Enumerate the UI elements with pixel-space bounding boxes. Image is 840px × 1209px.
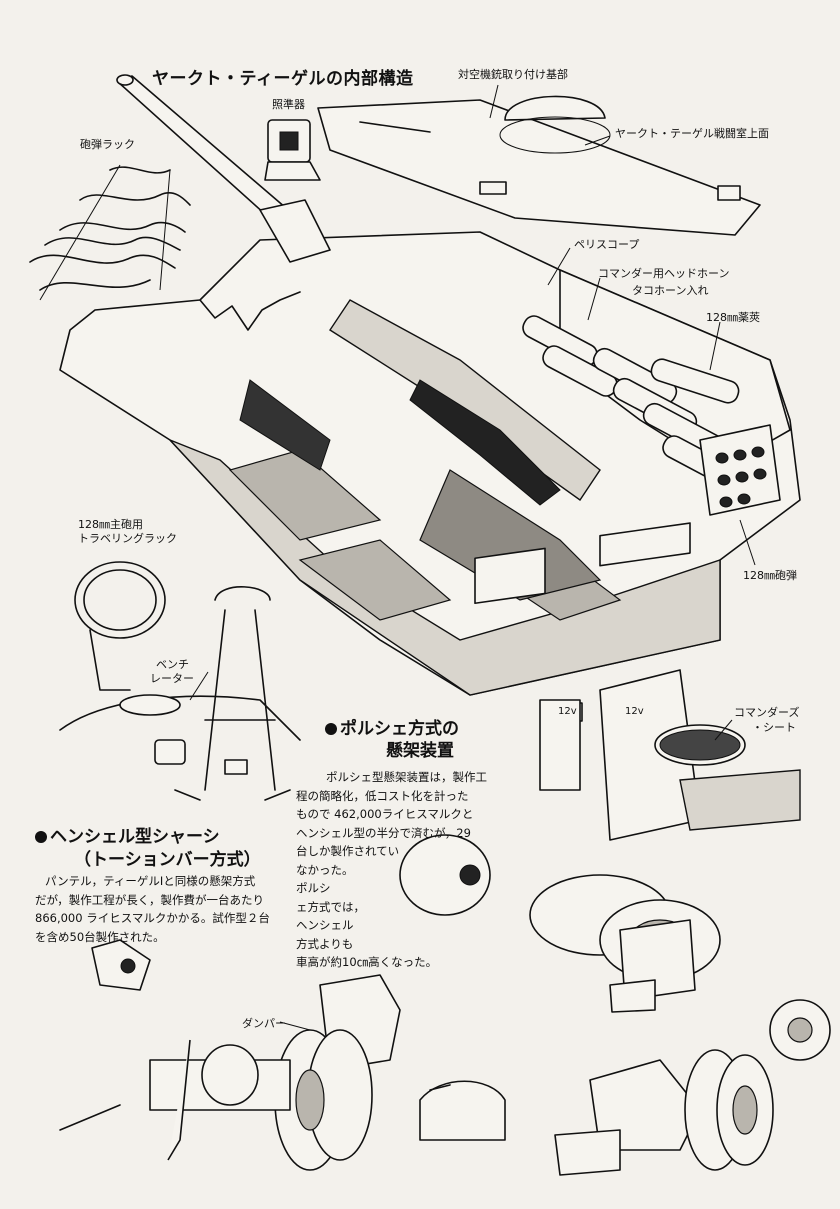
label-periscope: ペリスコープ: [574, 238, 640, 251]
label-casing: 128㎜薬莢: [706, 311, 760, 324]
label-shells: 128㎜砲弾: [743, 569, 797, 582]
porsche-line: 台しか製作されてい: [296, 844, 400, 858]
henschel-line: だが，製作工程が長く，製作費が一台あたり: [35, 892, 264, 907]
bullet-icon: [35, 831, 47, 843]
henschel-line: 866,000 ライヒスマルクかかる。試作型２台: [35, 911, 270, 925]
porsche-line: ヘンシェル型の半分で済むが，29: [296, 825, 471, 840]
henschel-heading-1: ヘンシェル型シャーシ: [35, 826, 220, 848]
gun-sight: [264, 119, 321, 181]
porsche-line: ヘンシェル: [296, 918, 354, 932]
label-shell-rack: 砲弾ラック: [80, 138, 135, 151]
porsche-suspension-drawing: [399, 669, 801, 1013]
label-ventilator-1: ベンチ: [156, 658, 189, 671]
porsche-description: ポルシェ型懸架装置は，製作工程の簡略化，低コスト化を計ったもので 462,000…: [296, 768, 487, 972]
henschel-heading-2: （トーションバー方式）: [74, 850, 261, 870]
porsche-line: ェ方式では，: [296, 899, 365, 914]
henschel-description: パンテル，ティーゲルⅠと同様の懸架方式だが，製作工程が長く，製作費が一台あたり 8…: [35, 872, 270, 946]
henschel-suspension-drawing: [59, 939, 401, 1171]
porsche-line: ポルシ: [296, 881, 331, 895]
henschel-line: を含め50台製作された。: [35, 929, 165, 944]
label-headphone-2: タコホーン入れ: [632, 284, 709, 297]
label-12v-a: 12v: [558, 706, 577, 717]
fighting-compartment-roof: [317, 95, 761, 236]
label-aa-mount: 対空機銃取り付け基部: [458, 68, 568, 81]
label-commander-seat-2: ・シート: [752, 721, 796, 734]
porsche-heading-1: ポルシェ方式の: [325, 718, 459, 740]
porsche-line: 方式よりも: [296, 936, 354, 951]
henschel-line: パンテル，ティーゲルⅠと同様の懸架方式: [45, 874, 256, 888]
label-commander-seat-1: コマンダーズ: [734, 706, 800, 719]
label-sight: 照準器: [272, 98, 305, 111]
label-ventilator-2: レーター: [150, 672, 194, 685]
page-title: ヤークト・ティーゲルの内部構造: [152, 69, 414, 89]
shell-rack-drawing: [29, 164, 191, 301]
porsche-line: もので 462,000ライヒスマルクと: [296, 807, 474, 821]
label-12v-b: 12v: [625, 706, 644, 717]
porsche-line: 程の簡略化，低コスト化を計った: [296, 788, 469, 803]
porsche-line: ポルシェ型懸架装置は，製作工: [326, 770, 487, 784]
label-travel-lock-2: トラベリングラック: [78, 532, 177, 545]
main-gun-barrel: [116, 74, 331, 263]
label-travel-lock-1: 128㎜主砲用: [78, 518, 143, 531]
porsche-line: 車高が約10㎝高くなった。: [296, 955, 438, 969]
porsche-heading-2: 懸架装置: [386, 741, 454, 761]
hull-cutaway: [59, 231, 801, 722]
label-damper: ダンパー: [242, 1017, 286, 1030]
ventilator-drawing: [59, 694, 301, 775]
bullet-icon: [325, 723, 337, 735]
travel-lock-drawing: [74, 561, 291, 801]
leader-lines: [189, 84, 756, 1031]
bottom-right-drawing: [419, 999, 831, 1176]
porsche-line: なかった。: [296, 862, 354, 877]
label-headphone-1: コマンダー用ヘッドホーン: [598, 267, 730, 280]
label-roof: ヤークト・テーゲル戦闘室上面: [615, 127, 769, 140]
